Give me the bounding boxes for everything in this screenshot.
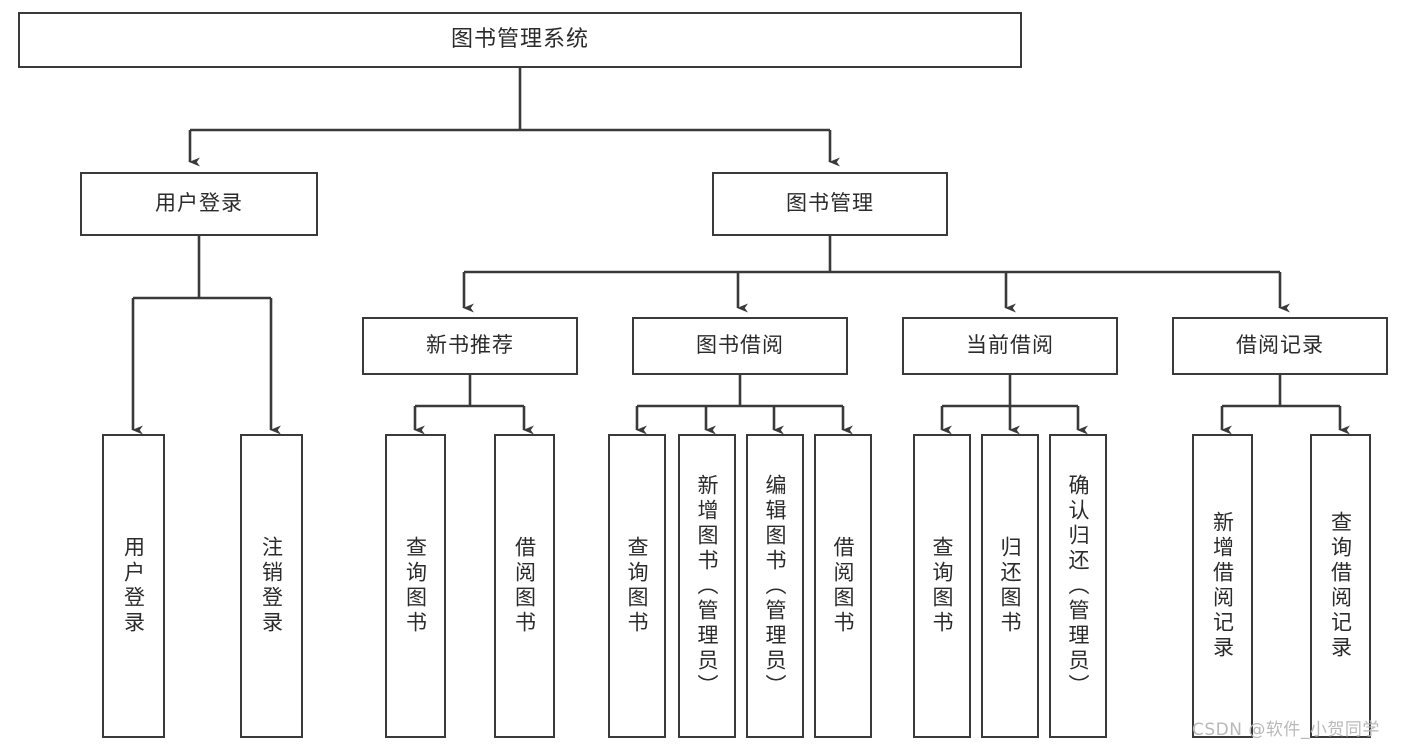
leaf-query-borrow-record-label: 查询借阅记录 — [1328, 511, 1353, 661]
node-user-login[interactable]: 用户登录 — [80, 172, 318, 236]
leaf-return-book-label: 归还图书 — [998, 536, 1023, 636]
node-new-book-recommend-label: 新书推荐 — [426, 333, 514, 358]
node-book-borrow[interactable]: 图书借阅 — [632, 317, 848, 375]
node-borrow-record-label: 借阅记录 — [1236, 333, 1324, 358]
leaf-user-login[interactable]: 用户登录 — [102, 434, 165, 738]
csdn-watermark: CSDN @软件_小贺同学 — [1192, 720, 1380, 740]
leaf-edit-book-label: 编辑图书（管理员） — [763, 473, 788, 699]
node-new-book-recommend[interactable]: 新书推荐 — [362, 317, 578, 375]
leaf-user-login-label: 用户登录 — [121, 536, 146, 636]
node-book-borrow-label: 图书借阅 — [696, 333, 784, 358]
leaf-confirm-return-label: 确认归还（管理员） — [1066, 473, 1091, 699]
leaf-borrow-book-2[interactable]: 借阅图书 — [814, 434, 872, 738]
leaf-confirm-return[interactable]: 确认归还（管理员） — [1049, 434, 1107, 738]
leaf-add-borrow-record-label: 新增借阅记录 — [1210, 511, 1235, 661]
leaf-query-book-3[interactable]: 查询图书 — [913, 434, 971, 738]
node-current-borrow[interactable]: 当前借阅 — [902, 317, 1118, 375]
leaf-borrow-book-2-label: 借阅图书 — [831, 536, 856, 636]
leaf-query-book-1[interactable]: 查询图书 — [385, 434, 446, 738]
leaf-query-book-1-label: 查询图书 — [403, 536, 428, 636]
leaf-add-book[interactable]: 新增图书（管理员） — [678, 434, 736, 738]
node-root-label: 图书管理系统 — [450, 26, 589, 52]
leaf-query-book-2[interactable]: 查询图书 — [608, 434, 666, 738]
leaf-borrow-book-1-label: 借阅图书 — [512, 536, 537, 636]
leaf-query-book-2-label: 查询图书 — [625, 536, 650, 636]
node-borrow-record[interactable]: 借阅记录 — [1172, 317, 1388, 375]
node-root-book-management-system[interactable]: 图书管理系统 — [18, 12, 1022, 68]
node-user-login-label: 用户登录 — [155, 191, 243, 216]
leaf-return-book[interactable]: 归还图书 — [981, 434, 1039, 738]
node-book-manage[interactable]: 图书管理 — [712, 172, 948, 236]
leaf-add-borrow-record[interactable]: 新增借阅记录 — [1192, 434, 1253, 738]
leaf-borrow-book-1[interactable]: 借阅图书 — [494, 434, 555, 738]
leaf-edit-book[interactable]: 编辑图书（管理员） — [746, 434, 804, 738]
node-current-borrow-label: 当前借阅 — [966, 333, 1054, 358]
leaf-logout-login-label: 注销登录 — [259, 536, 284, 636]
leaf-logout-login[interactable]: 注销登录 — [240, 434, 303, 738]
leaf-query-borrow-record[interactable]: 查询借阅记录 — [1310, 434, 1371, 738]
leaf-query-book-3-label: 查询图书 — [930, 536, 955, 636]
node-book-manage-label: 图书管理 — [786, 191, 874, 216]
leaf-add-book-label: 新增图书（管理员） — [695, 473, 720, 699]
